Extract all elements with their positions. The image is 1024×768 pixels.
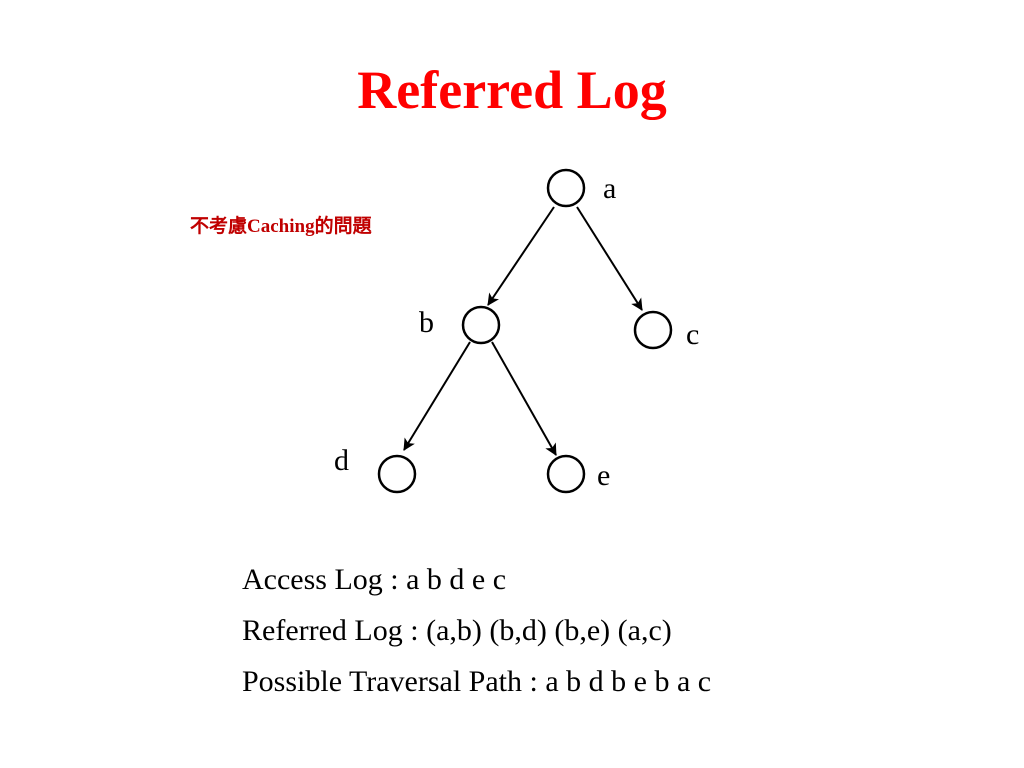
edge-a-b [487,206,555,306]
edge-b-d [403,341,471,451]
tree-node-c [633,310,673,350]
tree-node-d [377,454,417,494]
log-description: Access Log : a b d e c Referred Log : (a… [242,554,711,707]
node-label-d: d [334,444,349,477]
node-label-a: a [603,172,616,205]
tree-node-a [546,168,586,208]
caching-note: 不考慮Caching的問題 [190,216,372,237]
node-label-b: b [419,306,434,339]
referred-log-line: Referred Log : (a,b) (b,d) (b,e) (a,c) [242,614,672,647]
tree-node-e [546,454,586,494]
node-label-e: e [597,459,610,492]
node-label-c: c [686,318,699,351]
edge-a-c [576,206,643,311]
access-log-line: Access Log : a b d e c [242,563,507,596]
traversal-path-line: Possible Traversal Path : a b d b e b a … [242,665,712,698]
tree-node-b [461,305,501,345]
edge-b-e [491,341,557,456]
slide-title: Referred Log [357,60,667,120]
